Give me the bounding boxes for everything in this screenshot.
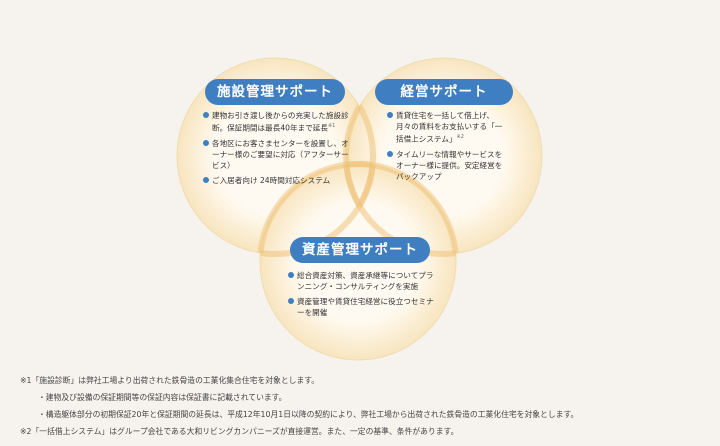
- bullet-icon: [203, 139, 209, 146]
- footnote-1-sub-b: ・構造躯体部分の初期保証20年と保証期間の延長は、平成12年10月1日以降の契約…: [38, 410, 579, 419]
- footnote-2: ※2「一括借上システム」はグループ会社である大和リビングカンパニーズが直接運営。…: [20, 427, 459, 436]
- list-item: 総合資産対策、資産承継等についてプランニング・コンサルティングを実施: [288, 270, 438, 292]
- list-item: 各地区にお客さまセンターを設置し、オーナー様のご要望に対応（アフターサービス）: [203, 138, 353, 171]
- management-list: 賃貸住宅を一括して借上げ、月々の賃料をお支払いする「一括借上システム」※2 タイ…: [387, 110, 505, 186]
- overlap-edge: [343, 58, 373, 254]
- list-item: ご入居者向け 24時間対応システム: [203, 175, 353, 186]
- footnote-1-sub-a: ・建物及び設備の保証期間等の保証内容は保証書に記載されています。: [38, 393, 287, 402]
- facility-list: 建物お引き渡し後からの充実した施設診断。保証期間は最長40年まで延長※1 各地区…: [203, 110, 353, 190]
- footnote-1: ※1「施設診断」は弊社工場より出荷された鉄骨造の工業化集合住宅を対象とします。: [20, 376, 320, 385]
- facility-title: 施設管理サポート: [205, 79, 345, 105]
- bullet-icon: [203, 176, 209, 183]
- list-item: 建物お引き渡し後からの充実した施設診断。保証期間は最長40年まで延長※1: [203, 110, 353, 134]
- list-item: タイムリーな情報やサービスをオーナー様に提供。安定経営をバックアップ: [387, 149, 505, 182]
- management-title: 経営サポート: [375, 79, 513, 105]
- bullet-icon: [288, 272, 294, 278]
- overlap-edge: [346, 58, 376, 254]
- list-item: 資産管理や賃貸住宅経営に役立つセミナーを開催: [288, 296, 438, 318]
- asset-list: 総合資産対策、資産承継等についてプランニング・コンサルティングを実施 資産管理や…: [288, 270, 438, 322]
- overlap-edge: [260, 164, 376, 257]
- overlap-edge: [346, 161, 459, 254]
- overlap-edge: [343, 164, 456, 257]
- footnotes: ※1「施設診断」は弊社工場より出荷された鉄骨造の工業化集合住宅を対象とします。 …: [20, 372, 578, 440]
- bullet-icon: [387, 150, 393, 157]
- list-item: 賃貸住宅を一括して借上げ、月々の賃料をお支払いする「一括借上システム」※2: [387, 110, 505, 145]
- bullet-icon: [203, 112, 209, 118]
- asset-title: 資産管理サポート: [290, 237, 430, 263]
- bullet-icon: [387, 112, 393, 118]
- bullet-icon: [288, 298, 294, 304]
